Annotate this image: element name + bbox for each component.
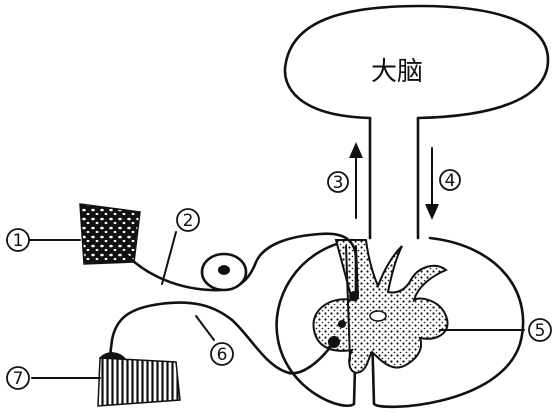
marker-7-label: 7 [13, 369, 24, 389]
marker-5: 5 [439, 318, 552, 342]
marker-6-label: 6 [217, 345, 228, 365]
descending-arrow [425, 147, 439, 220]
marker-7: 7 [6, 366, 101, 390]
effector [97, 352, 181, 407]
spinal-cord-section [275, 236, 525, 409]
receptor [79, 203, 141, 265]
spinal-tract [368, 116, 420, 240]
marker-2-label: 2 [183, 211, 194, 231]
marker-1: 1 [6, 228, 81, 252]
brain: 大脑 [283, 4, 550, 120]
ascending-arrow [349, 142, 363, 219]
efferent-nerve [108, 301, 336, 375]
marker-2: 2 [161, 208, 200, 285]
marker-4: 4 [439, 169, 461, 191]
marker-5-label: 5 [535, 321, 546, 341]
marker-4-label: 4 [445, 171, 456, 191]
marker-3: 3 [327, 171, 349, 193]
marker-6: 6 [195, 315, 234, 366]
marker-1-label: 1 [13, 231, 24, 251]
afferent-nerve [122, 232, 358, 302]
marker-3-label: 3 [333, 173, 344, 193]
gray-matter [312, 239, 449, 374]
brain-label: 大脑 [371, 57, 423, 87]
